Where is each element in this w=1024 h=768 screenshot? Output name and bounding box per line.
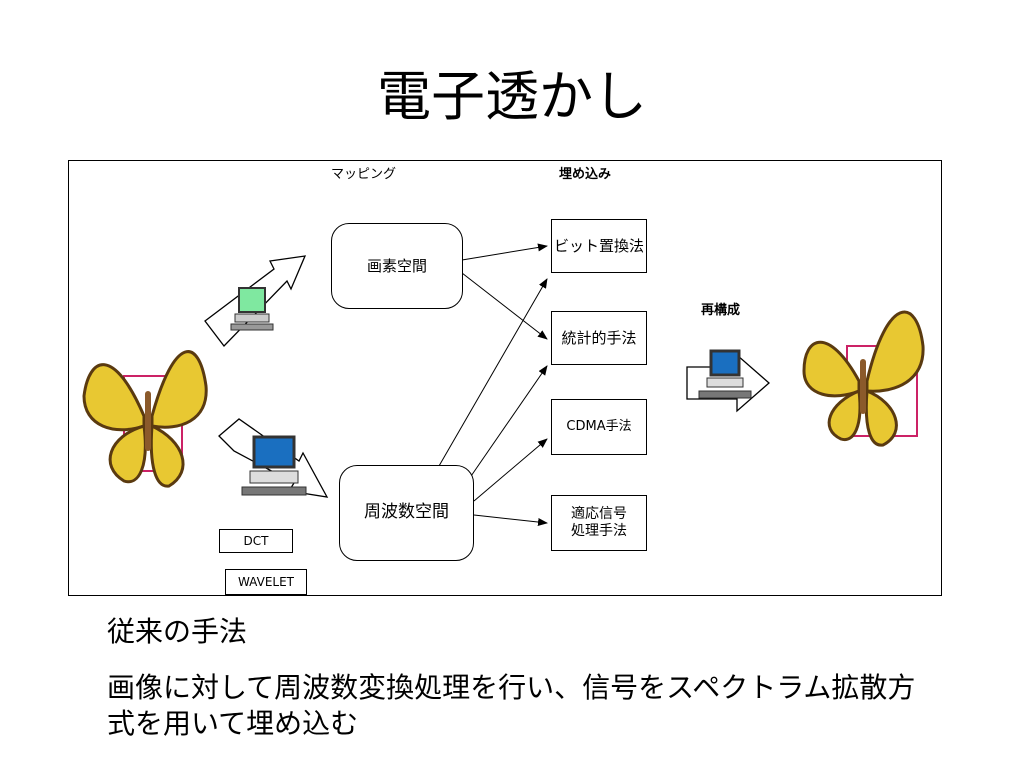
label-embed: 埋め込み bbox=[559, 167, 612, 182]
method-label: ビット置換法 bbox=[553, 236, 644, 255]
slide-title: 電子透かし bbox=[377, 65, 647, 128]
arrow-freq-adaptive bbox=[473, 514, 548, 526]
caption-conventional-methods: 従来の手法 bbox=[107, 615, 248, 648]
butterfly-original-icon bbox=[82, 350, 208, 488]
dct-box: DCT bbox=[219, 529, 293, 553]
dct-label: DCT bbox=[243, 533, 269, 548]
method-statistical: 統計的手法 bbox=[551, 311, 647, 365]
arrow-pixel-bit bbox=[461, 243, 548, 261]
frequency-space-label: 周波数空間 bbox=[364, 502, 449, 523]
label-mapping: マッピング bbox=[331, 167, 397, 182]
diagram-canvas bbox=[82, 243, 925, 526]
arrow-freq-cdma bbox=[473, 438, 548, 502]
description-text: 画像に対して周波数変換処理を行い、信号をスペクトラム拡散方式を用いて埋め込む bbox=[107, 671, 916, 740]
computer-icon-right bbox=[698, 349, 752, 399]
wavelet-box: WAVELET bbox=[225, 569, 307, 595]
frequency-space-box: 周波数空間 bbox=[339, 465, 474, 561]
wavelet-label: WAVELET bbox=[237, 574, 295, 589]
pixel-space-label: 画素空間 bbox=[366, 256, 427, 275]
label-reconstruct: 再構成 bbox=[701, 303, 741, 318]
method-label: CDMA手法 bbox=[566, 418, 632, 434]
pixel-space-box: 画素空間 bbox=[331, 223, 463, 309]
method-cdma: CDMA手法 bbox=[551, 399, 647, 455]
method-bit-replacement: ビット置換法 bbox=[551, 219, 647, 273]
method-adaptive-signal: 適応信号 処理手法 bbox=[551, 495, 647, 551]
watermark-diagram: マッピング 埋め込み 再構成 画素空間 周波数空間 ビット置換法 統計的手法 C… bbox=[68, 160, 942, 596]
arrow-pixel-stat bbox=[461, 272, 548, 340]
method-label: 統計的手法 bbox=[561, 328, 637, 347]
butterfly-reconstructed-icon bbox=[802, 310, 925, 447]
computer-icon-lower bbox=[241, 435, 307, 496]
arrow-freq-bit bbox=[438, 278, 548, 467]
arrow-freq-stat bbox=[468, 365, 548, 480]
method-label: 適応信号 処理手法 bbox=[571, 505, 627, 540]
computer-icon-upper bbox=[230, 287, 274, 331]
